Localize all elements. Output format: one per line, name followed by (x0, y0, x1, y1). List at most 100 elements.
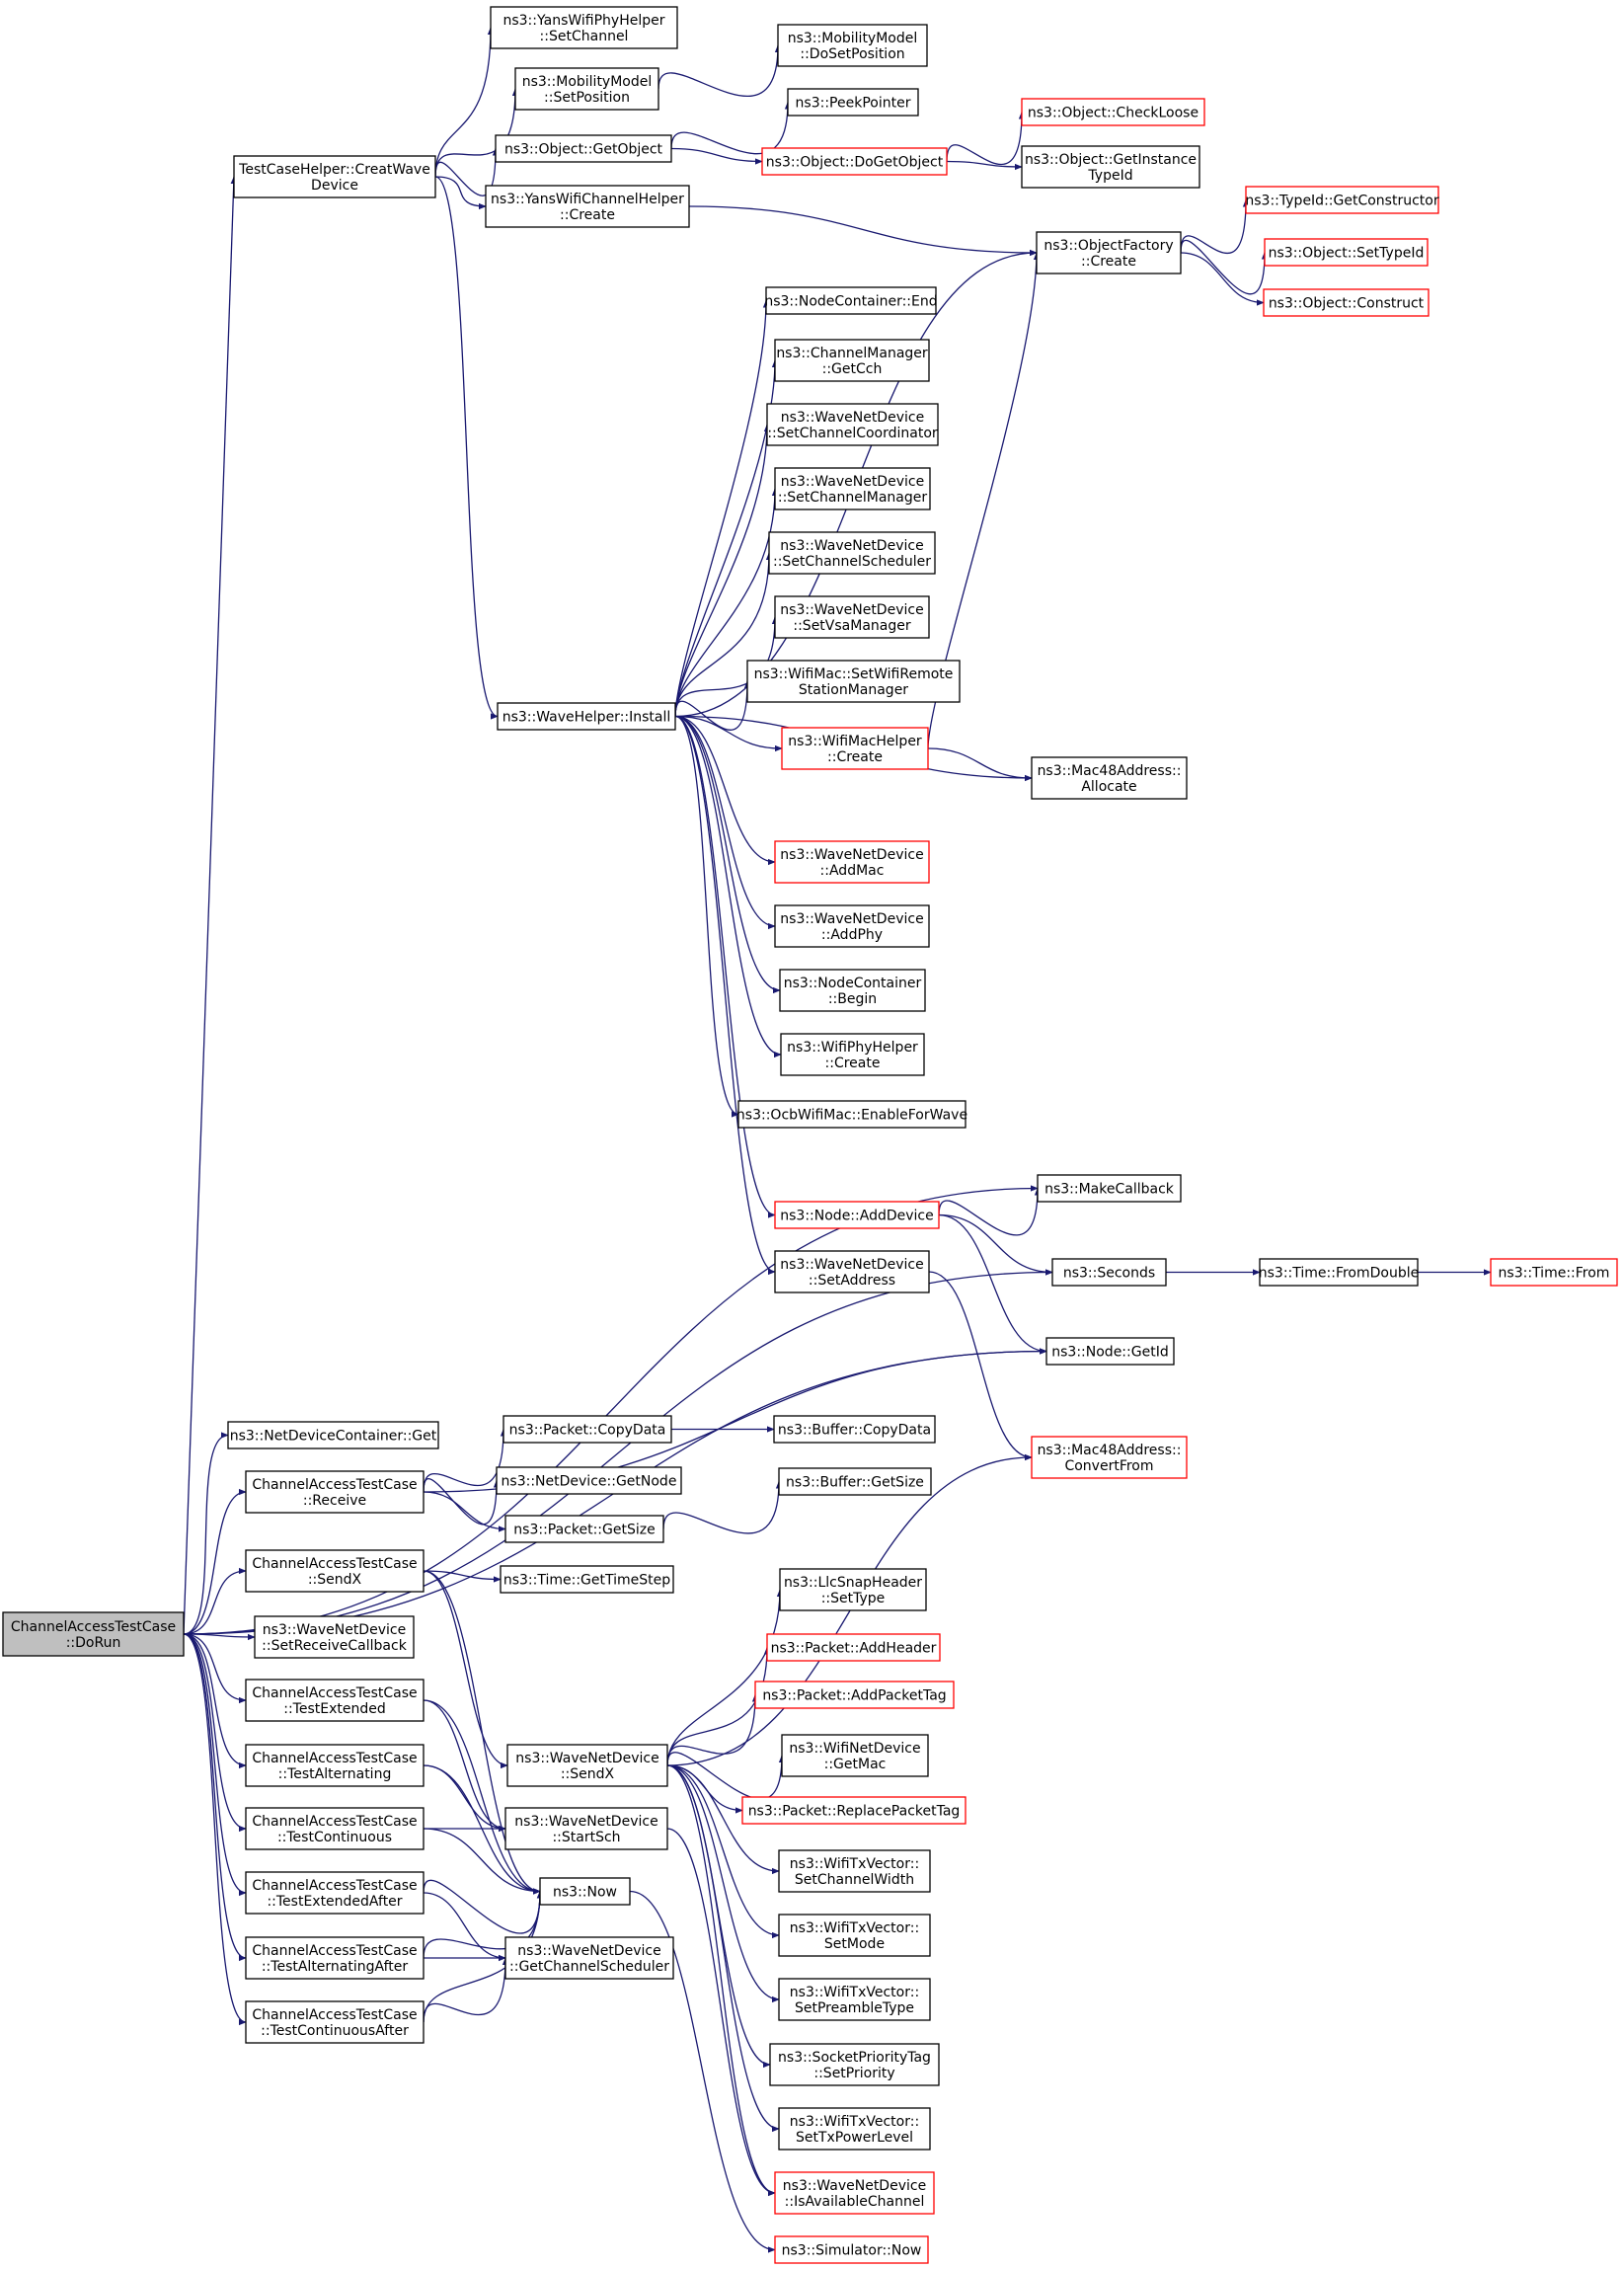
function-node-catc-sendx[interactable]: ChannelAccessTestCase::SendX (245, 1549, 425, 1593)
node-box[interactable] (1263, 288, 1430, 317)
function-node-wtv-setmode[interactable]: ns3::WifiTxVector::SetMode (778, 1914, 931, 1957)
node-box[interactable] (495, 134, 672, 163)
node-box[interactable] (245, 1936, 425, 1980)
node-box[interactable] (781, 1734, 929, 1777)
function-node-wnd-setcs[interactable]: ns3::WaveNetDevice::SetChannelScheduler (768, 531, 936, 575)
function-node-wph-create[interactable]: ns3::WifiPhyHelper::Create (780, 1033, 925, 1076)
node-box[interactable] (774, 2235, 929, 2264)
node-box[interactable] (245, 1744, 425, 1787)
node-box[interactable] (504, 1807, 668, 1850)
function-node-obj-getobj[interactable]: ns3::Object::GetObject (495, 134, 672, 163)
function-node-nc-begin[interactable]: ns3::NodeContainer::Begin (779, 969, 926, 1012)
node-box[interactable] (485, 185, 690, 228)
function-node-time-from[interactable]: ns3::Time::From (1490, 1258, 1618, 1287)
node-box[interactable] (741, 1796, 967, 1825)
node-box[interactable] (245, 1807, 425, 1850)
node-box[interactable] (1037, 1174, 1182, 1203)
node-box[interactable] (1036, 231, 1182, 274)
node-box[interactable] (245, 1871, 425, 1915)
function-node-obj-dogetobj[interactable]: ns3::Object::DoGetObject (761, 147, 948, 176)
node-box[interactable] (233, 155, 436, 198)
function-node-node-getid[interactable]: ns3::Node::GetId (1045, 1337, 1175, 1366)
function-node-catc-testalt[interactable]: ChannelAccessTestCase::TestAlternating (245, 1744, 425, 1787)
node-box[interactable] (777, 24, 928, 67)
node-box[interactable] (506, 1744, 668, 1787)
node-box[interactable] (774, 1250, 930, 1293)
function-node-obj-construct[interactable]: ns3::Object::Construct (1263, 288, 1430, 317)
node-box[interactable] (503, 1415, 672, 1444)
node-box[interactable] (1031, 1436, 1188, 1479)
function-node-wmh-create[interactable]: ns3::WifiMacHelper::Create (781, 727, 929, 770)
function-node-ndc-get[interactable]: ns3::NetDeviceContainer::Get (227, 1421, 439, 1449)
function-node-wtv-setpre[interactable]: ns3::WifiTxVector::SetPreambleType (778, 1978, 931, 2021)
node-box[interactable] (1051, 1258, 1167, 1287)
node-box[interactable] (774, 840, 930, 884)
node-box[interactable] (500, 1565, 674, 1594)
node-box[interactable] (765, 286, 937, 315)
function-node-ywph-sc[interactable]: ns3::YansWifiPhyHelper::SetChannel (490, 6, 678, 49)
node-box[interactable] (1264, 238, 1429, 267)
node-box[interactable] (2, 1611, 185, 1657)
node-box[interactable] (1031, 756, 1188, 800)
function-node-llc-settype[interactable]: ns3::LlcSnapHeader::SetType (779, 1568, 927, 1611)
function-node-wh-install[interactable]: ns3::WaveHelper::Install (497, 702, 676, 731)
node-box[interactable] (245, 1679, 425, 1722)
node-box[interactable] (1259, 1258, 1419, 1287)
function-node-spt-setprio[interactable]: ns3::SocketPriorityTag::SetPriority (769, 2043, 940, 2086)
node-box[interactable] (754, 1681, 955, 1709)
function-node-time-fromdouble[interactable]: ns3::Time::FromDouble (1259, 1258, 1420, 1287)
node-box[interactable] (779, 969, 926, 1012)
function-node-wnd-startsch[interactable]: ns3::WaveNetDevice::StartSch (504, 1807, 668, 1850)
function-node-wnd-setcm[interactable]: ns3::WaveNetDevice::SetChannelManager (774, 467, 931, 510)
function-node-makecb[interactable]: ns3::MakeCallback (1037, 1174, 1182, 1203)
function-node-seconds[interactable]: ns3::Seconds (1051, 1258, 1167, 1287)
function-node-pkt-addtag[interactable]: ns3::Packet::AddPacketTag (754, 1681, 955, 1709)
function-node-typeid-getctor[interactable]: ns3::TypeId::GetConstructor (1245, 186, 1439, 214)
node-box[interactable] (490, 6, 678, 49)
function-node-catc-testextafter[interactable]: ChannelAccessTestCase::TestExtendedAfter (245, 1871, 425, 1915)
function-node-mm-dosetpos[interactable]: ns3::MobilityModel::DoSetPosition (777, 24, 928, 67)
function-node-sim-now[interactable]: ns3::Simulator::Now (774, 2235, 929, 2264)
function-node-mac48-alloc[interactable]: ns3::Mac48Address::Allocate (1031, 756, 1188, 800)
node-box[interactable] (504, 1515, 664, 1543)
function-node-buf-getsize[interactable]: ns3::Buffer::GetSize (778, 1467, 932, 1496)
node-box[interactable] (497, 702, 676, 731)
function-node-catc-testcont[interactable]: ChannelAccessTestCase::TestContinuous (245, 1807, 425, 1850)
function-node-catc-receive[interactable]: ChannelAccessTestCase::Receive (245, 1470, 425, 1514)
function-node-wtv-settxpl[interactable]: ns3::WifiTxVector::SetTxPowerLevel (778, 2107, 931, 2151)
node-box[interactable] (774, 595, 930, 639)
function-node-pkt-copydata[interactable]: ns3::Packet::CopyData (503, 1415, 672, 1444)
node-box[interactable] (539, 1877, 631, 1906)
function-node-obj-checkloose[interactable]: ns3::Object::CheckLoose (1021, 98, 1205, 126)
node-box[interactable] (778, 1467, 932, 1496)
node-box[interactable] (245, 1470, 425, 1514)
node-box[interactable] (514, 67, 659, 111)
function-node-nd-getnode[interactable]: ns3::NetDevice::GetNode (496, 1466, 682, 1495)
node-box[interactable] (1021, 145, 1200, 189)
node-box[interactable] (779, 1568, 927, 1611)
function-node-nc-end[interactable]: ns3::NodeContainer::End (764, 286, 938, 315)
function-node-pkt-getsize[interactable]: ns3::Packet::GetSize (504, 1515, 664, 1543)
function-node-obj-settypeid[interactable]: ns3::Object::SetTypeId (1264, 238, 1429, 267)
function-node-wnd-getcs[interactable]: ns3::WaveNetDevice::GetChannelScheduler (504, 1936, 674, 1980)
node-box[interactable] (245, 2000, 425, 2044)
node-box[interactable] (774, 904, 930, 948)
node-box[interactable] (1045, 1337, 1175, 1366)
function-node-wnd-sendx[interactable]: ns3::WaveNetDevice::SendX (506, 1744, 668, 1787)
function-node-node-adddev[interactable]: ns3::Node::AddDevice (774, 1201, 940, 1229)
function-node-peekptr[interactable]: ns3::PeekPointer (787, 88, 919, 117)
function-node-wnd-setcc[interactable]: ns3::WaveNetDevice::SetChannelCoordinato… (766, 403, 939, 446)
function-node-mac48-convfrom[interactable]: ns3::Mac48Address::ConvertFrom (1031, 1436, 1188, 1479)
node-box[interactable] (780, 1033, 925, 1076)
node-box[interactable] (778, 2107, 931, 2151)
node-box[interactable] (1490, 1258, 1618, 1287)
function-node-ocb-enable[interactable]: ns3::OcbWifiMac::EnableForWave (736, 1100, 967, 1129)
node-box[interactable] (781, 727, 929, 770)
node-box[interactable] (773, 1415, 936, 1444)
node-box[interactable] (787, 88, 919, 117)
function-node-pkt-reptag[interactable]: ns3::Packet::ReplacePacketTag (741, 1796, 967, 1825)
node-box[interactable] (774, 467, 931, 510)
function-node-wnd-setvsa[interactable]: ns3::WaveNetDevice::SetVsaManager (774, 595, 930, 639)
function-node-wnd-setaddr[interactable]: ns3::WaveNetDevice::SetAddress (774, 1250, 930, 1293)
function-node-pkt-addheader[interactable]: ns3::Packet::AddHeader (766, 1633, 941, 1662)
